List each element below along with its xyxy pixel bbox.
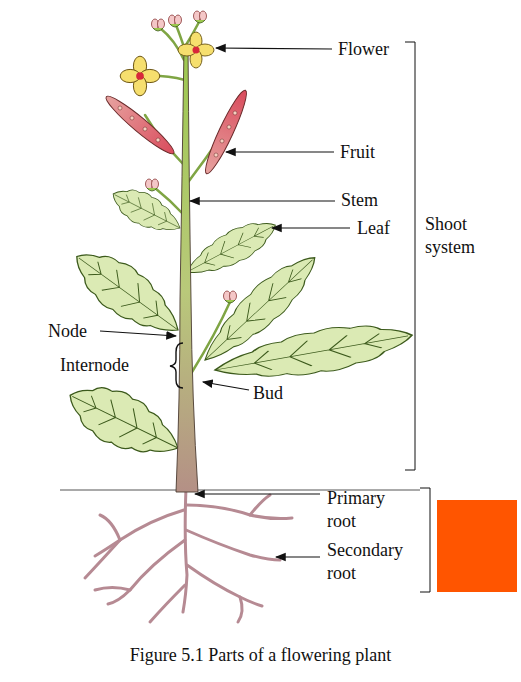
leader-lines: [100, 48, 350, 557]
internode-brace: [170, 343, 183, 388]
art-circle: [220, 139, 224, 143]
art-circle: [130, 116, 134, 120]
part-label: Flower: [338, 38, 389, 61]
art-circle: [227, 125, 231, 129]
part-label: Leaf: [357, 217, 390, 240]
part-label: Node: [48, 320, 87, 343]
art-use: [194, 11, 207, 23]
fruits: [102, 87, 252, 176]
color-patch: [437, 500, 517, 592]
art-path: [95, 588, 130, 591]
art-path: [100, 515, 120, 540]
part-label: Primary root: [327, 487, 399, 533]
art-path: [160, 28, 184, 60]
art-g: [118, 106, 237, 157]
root-system: [85, 488, 292, 622]
art-line: [226, 151, 334, 152]
art-use: [211, 314, 415, 391]
art-path: [187, 505, 292, 519]
art-line: [203, 382, 249, 390]
leaves: [58, 180, 415, 472]
art-use: [224, 291, 237, 303]
art-ellipse: [200, 87, 252, 176]
art-use: [169, 15, 182, 27]
art-use: [106, 180, 187, 242]
art-line: [276, 556, 320, 557]
part-label: Shoot system: [425, 213, 505, 259]
part-label: Secondary root: [327, 539, 415, 585]
part-label: Internode: [60, 354, 129, 377]
figure-caption: Figure 5.1 Parts of a flowering plant: [0, 645, 521, 666]
art-line: [100, 331, 176, 336]
art-path: [108, 540, 185, 604]
art-use: [120, 56, 160, 96]
art-path: [186, 530, 280, 560]
part-label: Bud: [253, 382, 283, 405]
art-path: [150, 585, 185, 622]
art-line: [272, 227, 350, 228]
part-label: Fruit: [340, 141, 375, 164]
art-path: [238, 597, 242, 622]
root-bracket: [420, 488, 430, 592]
flowers: [120, 11, 236, 303]
art-path: [187, 565, 262, 606]
art-circle: [214, 153, 218, 157]
stem: [176, 45, 198, 492]
art-circle: [118, 106, 122, 110]
part-label: Stem: [341, 189, 378, 212]
art-use: [58, 372, 189, 472]
art-path: [250, 495, 270, 515]
art-circle: [233, 111, 237, 115]
art-line: [195, 493, 320, 494]
art-ellipse: [102, 91, 178, 158]
art-use: [152, 19, 165, 31]
art-use: [180, 211, 283, 286]
art-circle: [143, 127, 147, 131]
art-path: [85, 540, 120, 578]
art-circle: [156, 138, 160, 142]
art-use: [146, 179, 159, 191]
art-line: [216, 48, 332, 49]
art-use: [178, 32, 214, 68]
shoot-bracket: [405, 42, 415, 470]
art-line: [190, 200, 335, 201]
art-path: [183, 488, 187, 612]
